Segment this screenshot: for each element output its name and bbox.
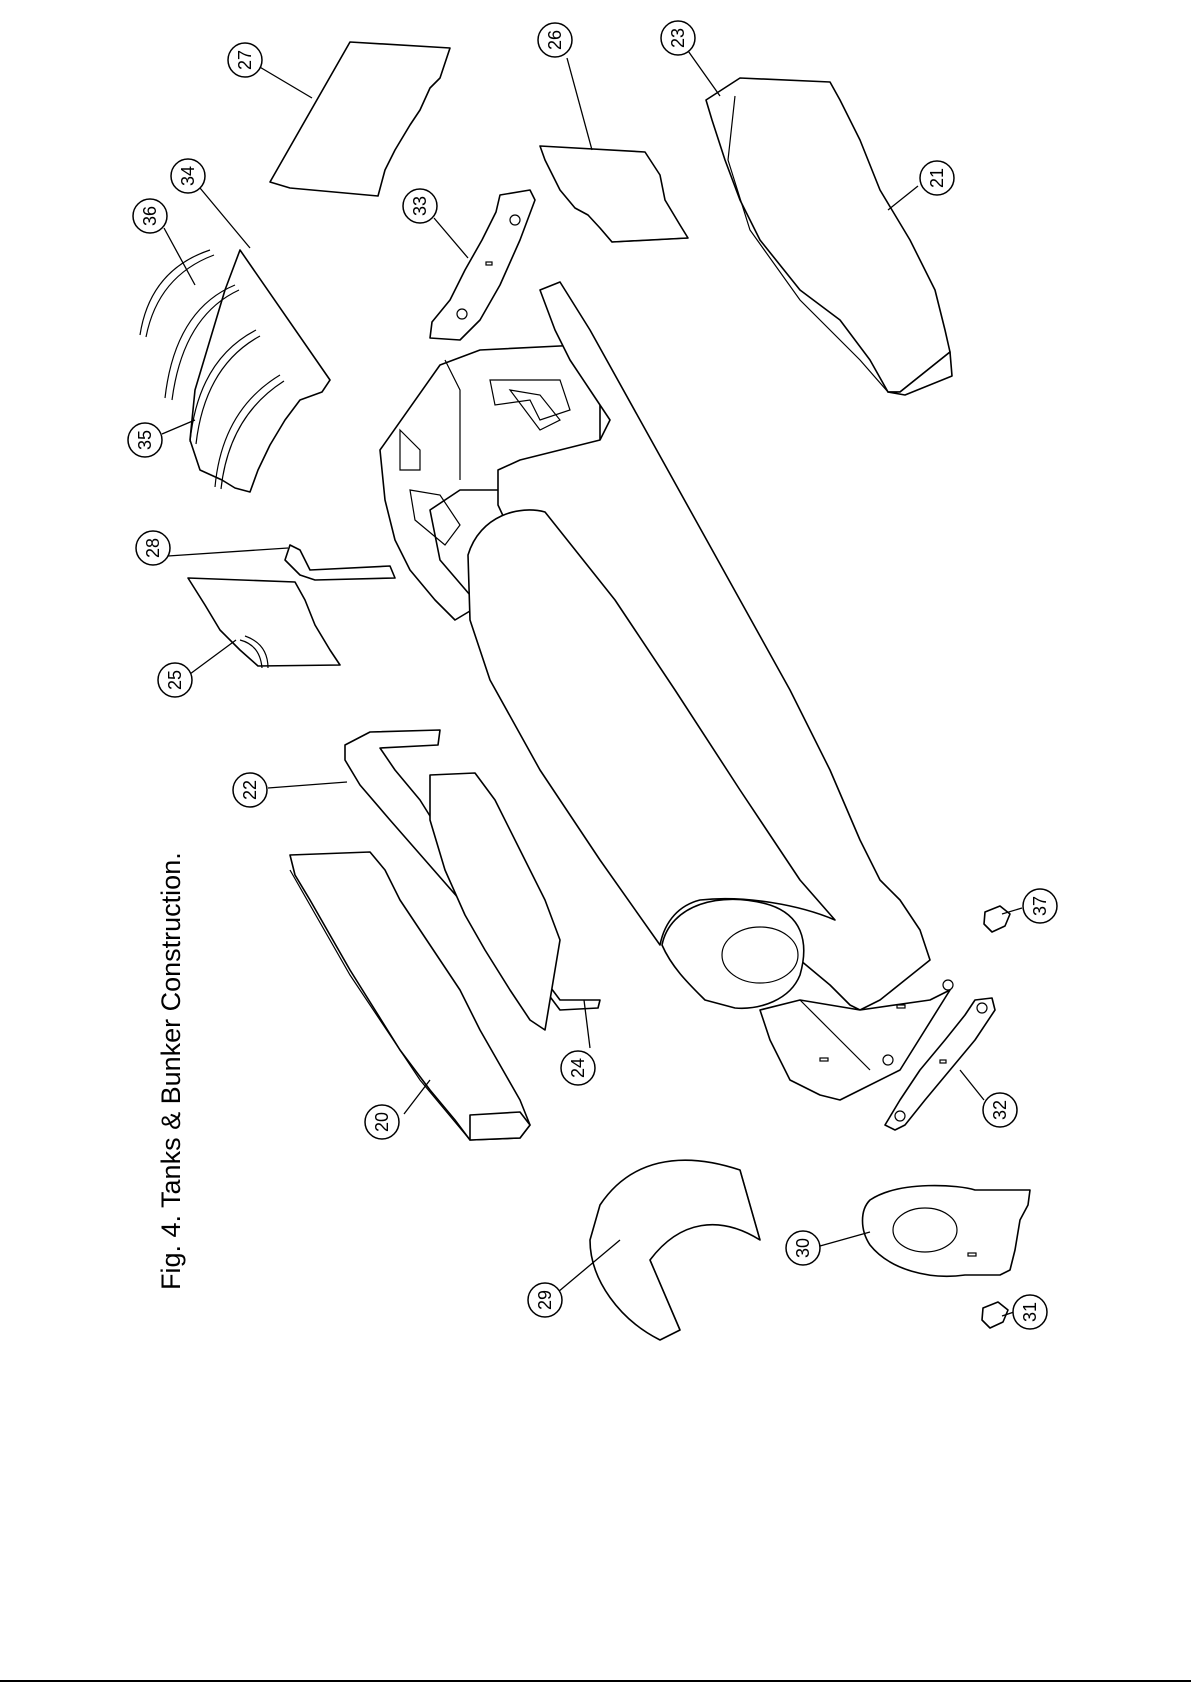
- callout-28: 28: [136, 531, 170, 565]
- callout-29: 29: [528, 1283, 562, 1317]
- callout-34: 34: [171, 159, 205, 193]
- main-frame-assembly: [380, 282, 953, 1100]
- part-37-fitting: [984, 906, 1010, 932]
- callout-26: 26: [538, 23, 572, 57]
- part-27-plate: [270, 42, 450, 196]
- callout-20-label: 20: [372, 1112, 392, 1132]
- part-29-wrapper: [590, 1160, 760, 1340]
- callout-33: 33: [403, 189, 437, 223]
- part-26-plate: [540, 146, 688, 242]
- part-21-side-tank: [706, 78, 952, 395]
- callout-30-label: 30: [793, 1238, 813, 1258]
- callout-20: 20: [365, 1105, 399, 1139]
- part-25-plate: [188, 578, 340, 668]
- part-28-angle: [285, 545, 395, 580]
- callout-35-label: 35: [135, 430, 155, 450]
- callout-23: 23: [661, 21, 695, 55]
- callout-23-label: 23: [668, 28, 688, 48]
- callout-36-label: 36: [140, 206, 160, 226]
- callout-32: 32: [983, 1093, 1017, 1127]
- callout-27: 27: [228, 43, 262, 77]
- callout-27-label: 27: [235, 50, 255, 70]
- callout-37: 37: [1023, 889, 1057, 923]
- callout-24: 24: [561, 1051, 595, 1085]
- callout-24-label: 24: [568, 1058, 588, 1078]
- callout-21-label: 21: [927, 168, 947, 188]
- page-bottom-rule: [0, 1680, 1191, 1682]
- callout-37-label: 37: [1030, 896, 1050, 916]
- callout-26-label: 26: [545, 30, 565, 50]
- callout-34-label: 34: [178, 166, 198, 186]
- callout-22-label: 22: [240, 780, 260, 800]
- part-33-bracket: [430, 190, 535, 340]
- callout-25: 25: [158, 663, 192, 697]
- callout-30: 30: [786, 1231, 820, 1265]
- callout-29-label: 29: [535, 1290, 555, 1310]
- callout-35: 35: [128, 423, 162, 457]
- callout-32-label: 32: [990, 1100, 1010, 1120]
- figure-caption: Fig. 4. Tanks & Bunker Construction.: [156, 852, 186, 1290]
- callout-36: 36: [133, 199, 167, 233]
- callout-33-label: 33: [410, 196, 430, 216]
- callout-22: 22: [233, 773, 267, 807]
- part-30-front-plate: [863, 1186, 1031, 1277]
- callout-25-label: 25: [165, 670, 185, 690]
- callout-21: 21: [920, 161, 954, 195]
- callout-31-label: 31: [1020, 1302, 1040, 1322]
- callout-31: 31: [1013, 1295, 1047, 1329]
- callout-28-label: 28: [143, 538, 163, 558]
